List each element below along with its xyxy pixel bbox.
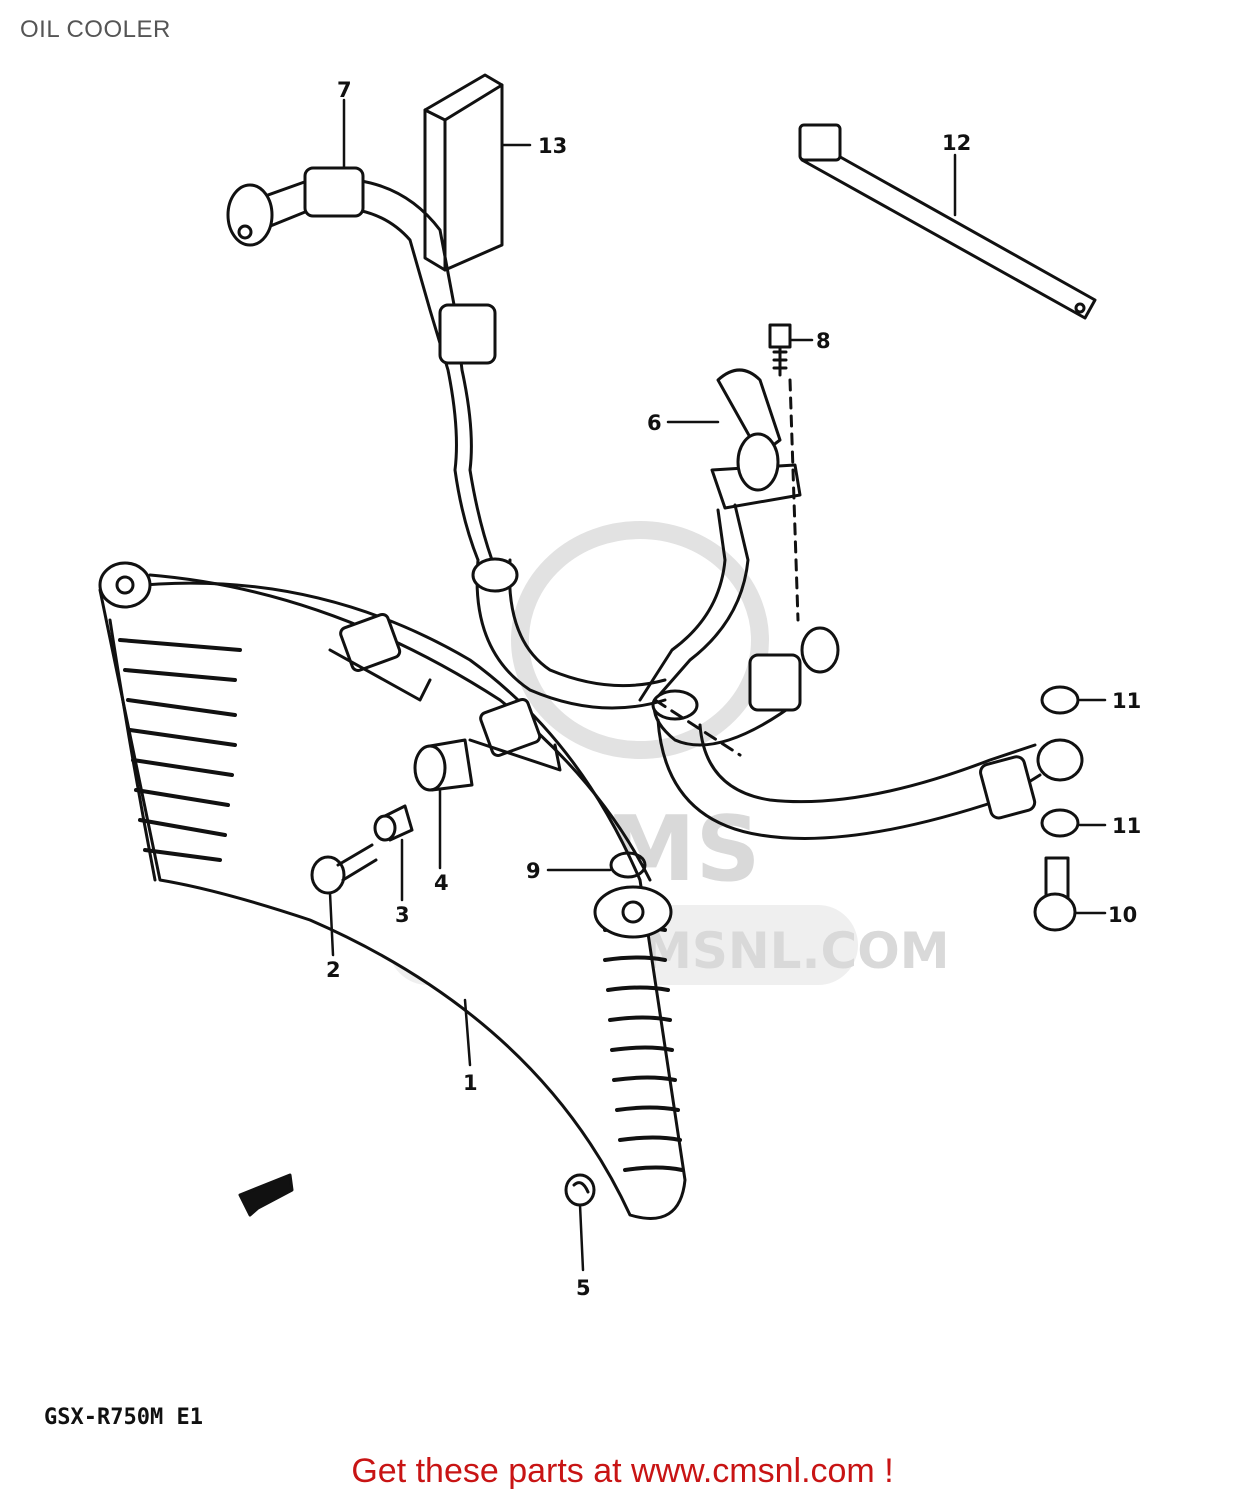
part-11-washer-lower [1040, 808, 1080, 838]
part-11-washer-upper [1040, 685, 1080, 715]
part-1-oil-cooler [98, 561, 687, 1220]
callout-1: 1 [463, 1071, 478, 1095]
callout-2: 2 [326, 958, 341, 982]
callout-6: 6 [647, 411, 662, 435]
callout-11-lower: 11 [1112, 814, 1141, 838]
callout-13: 13 [538, 134, 567, 158]
callout-5: 5 [576, 1276, 591, 1300]
callout-12: 12 [942, 131, 971, 155]
part-middle-hose [471, 557, 667, 710]
part-8-bolt [768, 323, 792, 377]
callout-4: 4 [434, 871, 449, 895]
callout-labels: 7 13 12 8 6 11 11 10 9 4 3 2 1 5 [326, 78, 1141, 1300]
part-lower-hose [653, 698, 1084, 840]
callout-11-upper: 11 [1112, 689, 1141, 713]
part-4-grommet [413, 738, 474, 792]
part-13-pad [423, 73, 504, 272]
part-12-strap [798, 123, 1097, 320]
page-title: OIL COOLER [20, 16, 171, 43]
leader-lines [328, 98, 1107, 1272]
part-5-clip [564, 1173, 596, 1207]
model-code: GSX-R750M E1 [44, 1405, 203, 1430]
callout-7: 7 [337, 78, 352, 102]
part-3-collar [373, 804, 414, 842]
part-6-fitting-hose [638, 368, 840, 747]
part-2-bolt [310, 843, 378, 895]
part-7-hose [226, 166, 497, 562]
callout-9: 9 [526, 859, 541, 883]
callout-3: 3 [395, 903, 410, 927]
front-arrow-icon [238, 1173, 294, 1217]
callout-10: 10 [1108, 903, 1137, 927]
part-10-bolt [1033, 856, 1077, 932]
part-9-o-ring [609, 851, 647, 879]
footer-link[interactable]: Get these parts at www.cmsnl.com ! [351, 1452, 894, 1490]
callout-8: 8 [816, 329, 831, 353]
